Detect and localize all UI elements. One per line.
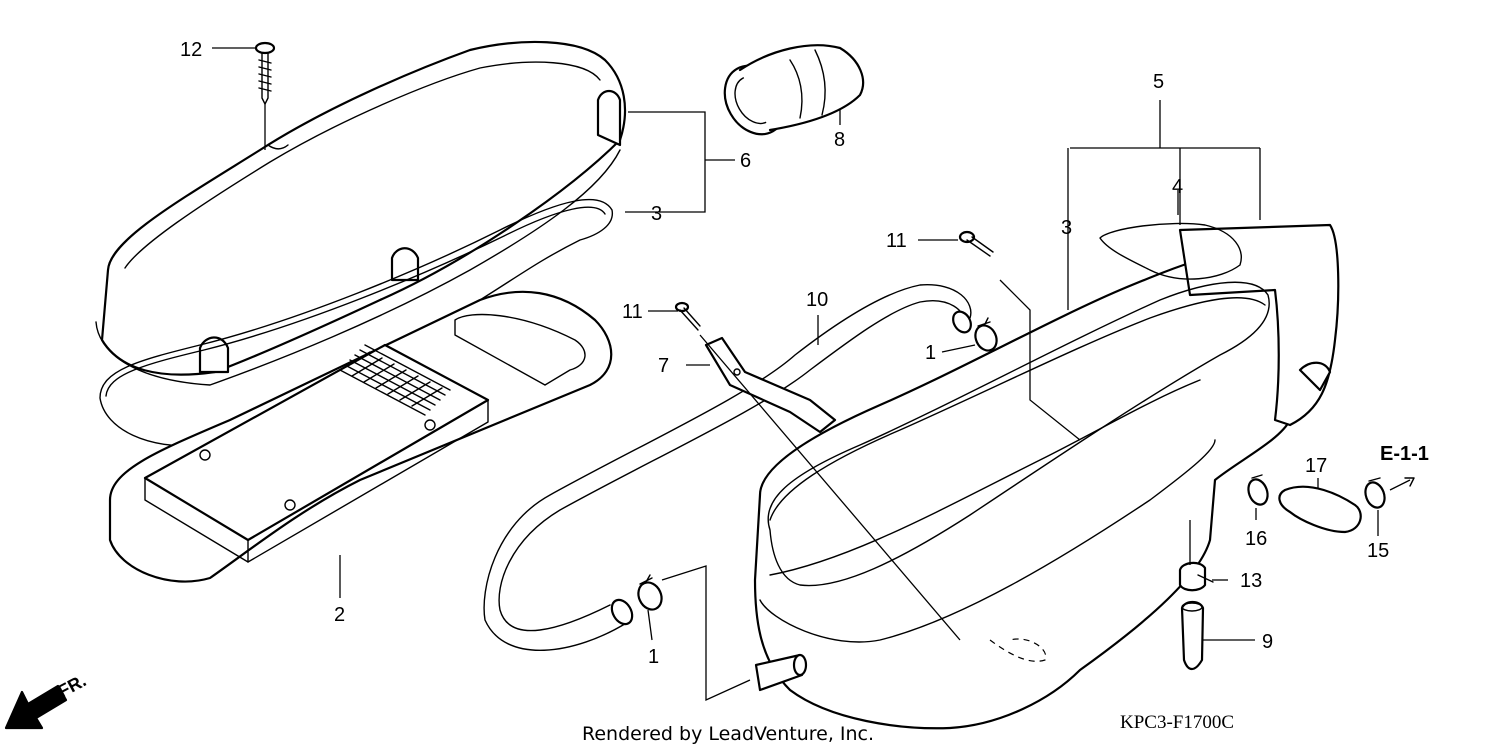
callout-11-left: 11 (622, 301, 643, 323)
drain-tube-part-17 (1278, 485, 1362, 534)
callout-13: 13 (1240, 570, 1262, 592)
callout-16: 16 (1245, 528, 1267, 550)
callout-numbers: 12 8 6 3 5 4 3 11 11 10 7 1 1 2 17 16 15… (180, 39, 1389, 668)
callout-12: 12 (180, 39, 202, 61)
screw-part-12 (254, 41, 276, 105)
clamp-part-1-lower (637, 574, 663, 611)
case-seal-part-3 (767, 281, 1270, 587)
callout-17: 17 (1305, 455, 1327, 477)
air-cleaner-case-part-5 (753, 223, 1340, 730)
callout-7: 7 (658, 355, 669, 377)
case-seal-part-4 (1099, 222, 1242, 280)
credit-text: Rendered by LeadVenture, Inc. (582, 723, 874, 745)
callout-3-case: 3 (1061, 217, 1072, 239)
callout-6: 6 (740, 150, 751, 172)
drain-plug-part-9 (1180, 600, 1205, 671)
callout-4: 4 (1172, 176, 1183, 198)
callout-11-right: 11 (886, 230, 907, 252)
air-cleaner-cover-part-6 (95, 40, 627, 386)
filter-mesh (339, 344, 451, 416)
callout-15: 15 (1367, 540, 1389, 562)
leader-lines (212, 47, 1415, 702)
callout-1-upper: 1 (925, 342, 936, 364)
callout-8: 8 (834, 129, 845, 151)
clamp-part-16 (1247, 474, 1269, 506)
callout-9: 9 (1262, 631, 1273, 653)
clip-part-13 (1178, 561, 1214, 592)
front-direction-arrow: FR. (4, 670, 89, 730)
callout-5: 5 (1153, 71, 1164, 93)
clamp-part-15 (1364, 477, 1386, 509)
callout-3-upper: 3 (651, 203, 662, 225)
reference-label: E-1-1 (1380, 443, 1429, 465)
callout-2: 2 (334, 604, 345, 626)
screw-part-11-left (674, 301, 701, 331)
diagram-code: KPC3-F1700C (1120, 712, 1234, 733)
callout-10: 10 (806, 289, 828, 311)
screw-part-11-right (958, 230, 994, 257)
breather-tube-part-10 (483, 284, 972, 651)
air-cleaner-element-part-2 (108, 290, 613, 583)
intake-tube-part-8 (723, 44, 865, 136)
callout-1-lower: 1 (648, 646, 659, 668)
clamp-part-1-upper (974, 317, 998, 352)
